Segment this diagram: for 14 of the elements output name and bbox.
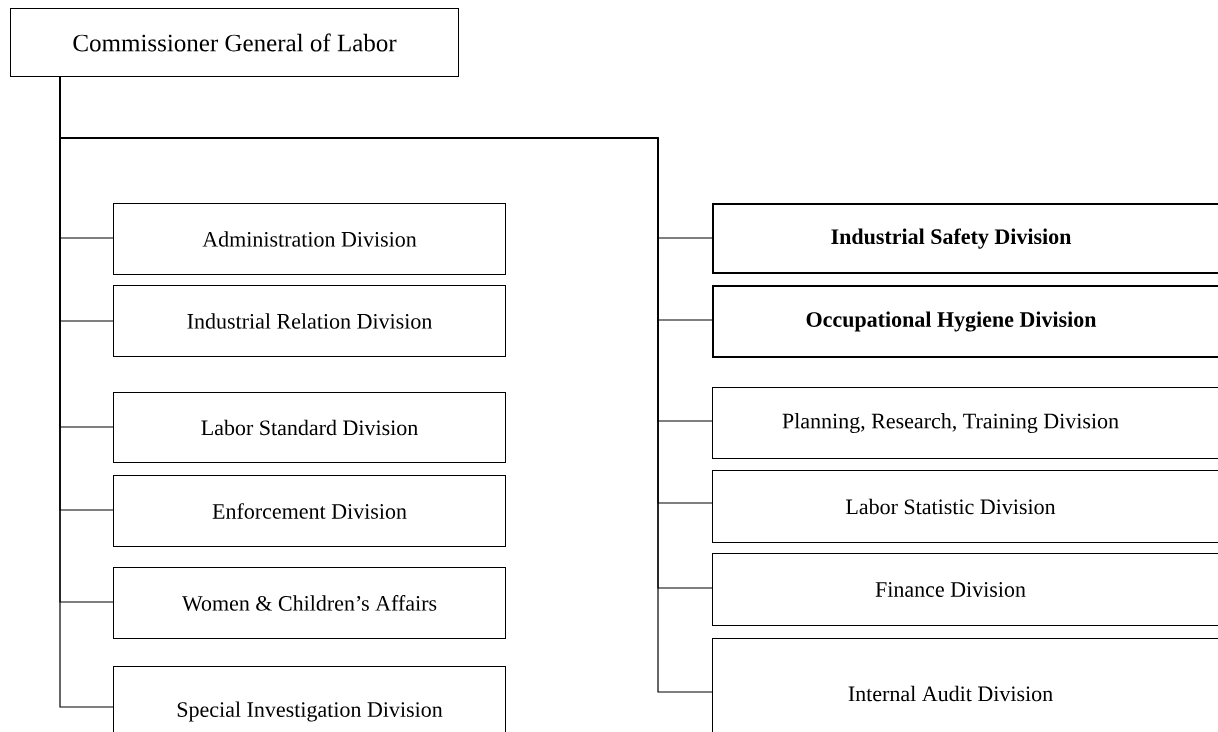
division-box: Special Investigation Division <box>113 666 506 732</box>
connector-line <box>59 76 713 693</box>
division-box: Internal Audit Division <box>712 638 1218 732</box>
division-box: Finance Division <box>712 553 1218 626</box>
division-box: Industrial Relation Division <box>113 285 506 357</box>
division-box: Women & Children’s Affairs <box>113 567 506 639</box>
division-box: Occupational Hygiene Division <box>712 285 1218 358</box>
title-box: Commissioner General of Labor <box>10 8 459 77</box>
division-box: Labor Standard Division <box>113 392 506 463</box>
division-box: Industrial Safety Division <box>712 203 1218 274</box>
division-box: Labor Statistic Division <box>712 470 1218 543</box>
division-box: Administration Division <box>113 203 506 275</box>
division-box: Planning, Research, Training Division <box>712 387 1218 459</box>
division-box: Enforcement Division <box>113 475 506 547</box>
